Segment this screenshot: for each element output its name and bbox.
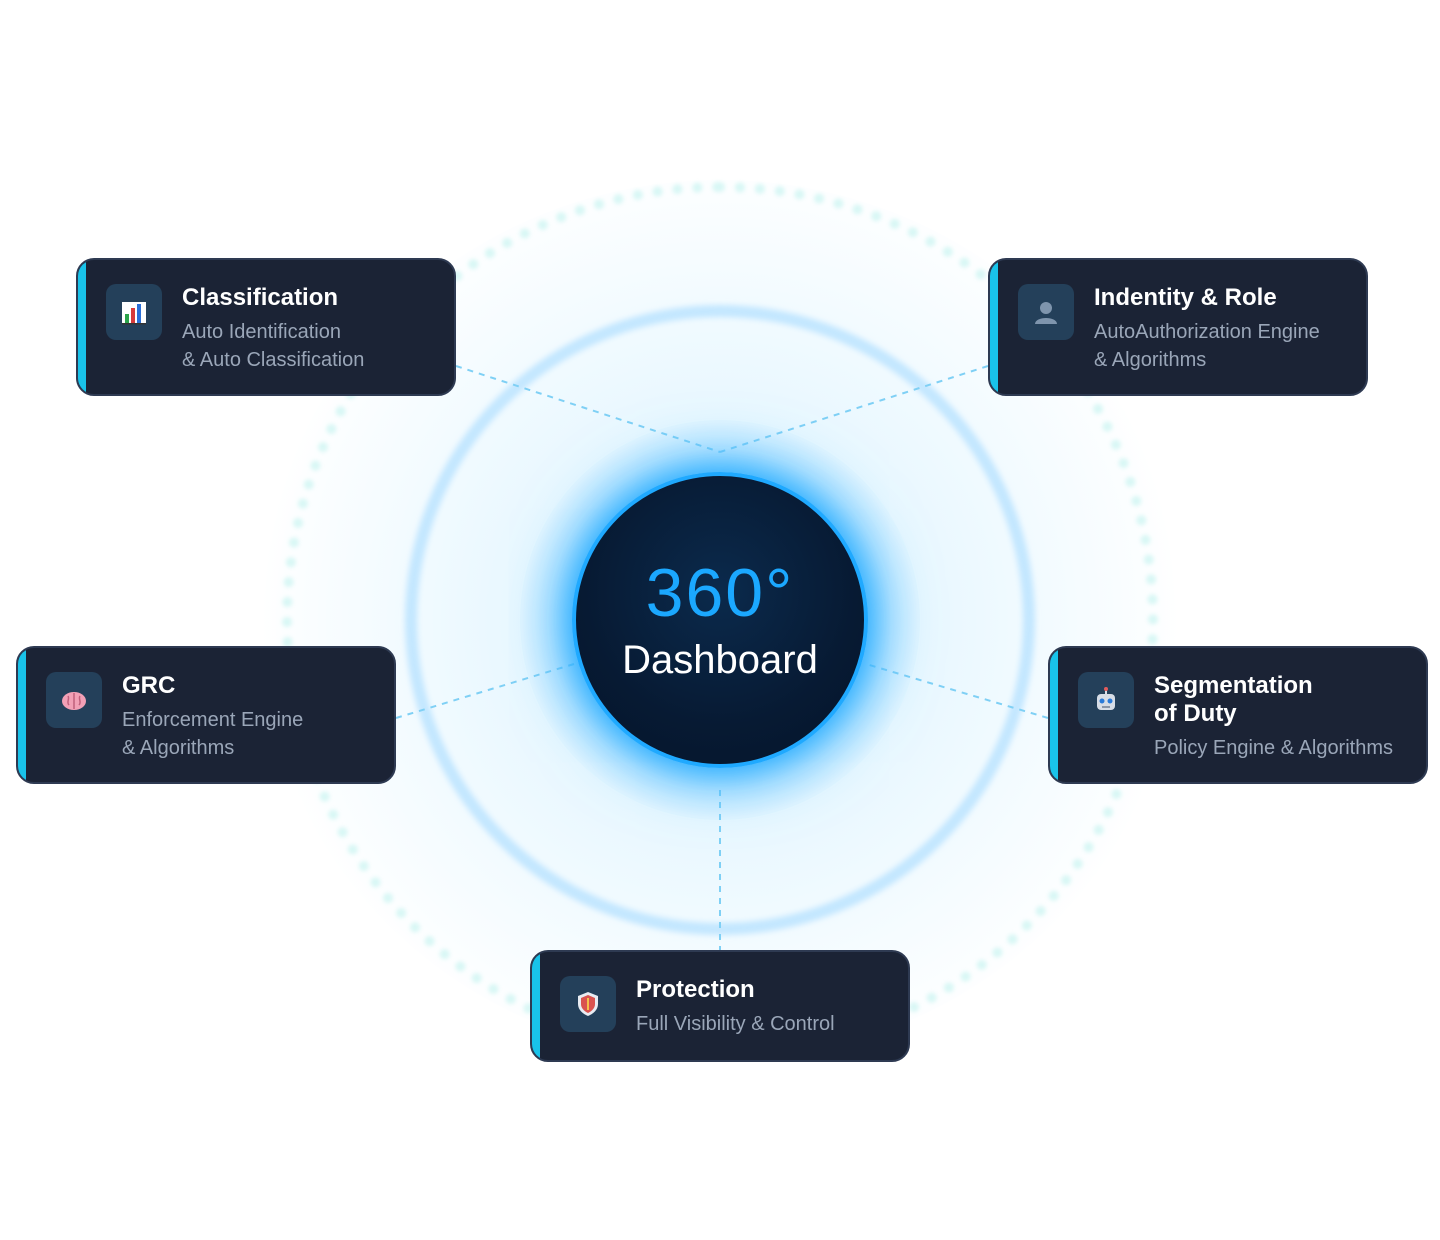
card-identity-role[interactable]: Indentity & Role AutoAuthorization Engin… bbox=[988, 258, 1368, 396]
card-subtitle: AutoAuthorization Engine & Algorithms bbox=[1094, 318, 1320, 374]
card-subtitle: Full Visibility & Control bbox=[636, 1013, 835, 1035]
card-title: Indentity & Role bbox=[1094, 284, 1277, 311]
card-subtitle-line: & Algorithms bbox=[122, 737, 235, 759]
card-segmentation-of-duty[interactable]: Segmentation of Duty Policy Engine & Alg… bbox=[1048, 646, 1428, 784]
brain-icon bbox=[46, 672, 102, 728]
card-subtitle-line: Auto Identification bbox=[182, 321, 341, 343]
shield-icon bbox=[560, 976, 616, 1032]
card-subtitle-line: AutoAuthorization Engine bbox=[1094, 321, 1320, 343]
card-grc[interactable]: GRC Enforcement Engine & Algorithms bbox=[16, 646, 396, 784]
card-subtitle: Policy Engine & Algorithms bbox=[1154, 737, 1394, 759]
card-title: GRC bbox=[122, 672, 176, 699]
card-title: Protection bbox=[636, 976, 755, 1003]
card-title: Classification bbox=[182, 284, 339, 311]
bar-chart-icon bbox=[106, 284, 162, 340]
hub-label: Dashboard bbox=[622, 638, 818, 682]
card-classification[interactable]: Classification Auto Identification & Aut… bbox=[76, 258, 456, 396]
card-title: Segmentation of Duty bbox=[1154, 672, 1313, 728]
card-subtitle-line: Enforcement Engine bbox=[122, 709, 304, 731]
user-silhouette-icon bbox=[1018, 284, 1074, 340]
hub-circle[interactable]: 360° Dashboard bbox=[572, 472, 868, 768]
card-title-line: Segmentation bbox=[1154, 672, 1313, 699]
card-subtitle: Auto Identification & Auto Classificatio… bbox=[182, 318, 364, 374]
card-subtitle-line: & Algorithms bbox=[1094, 349, 1207, 371]
card-subtitle: Enforcement Engine & Algorithms bbox=[122, 706, 303, 762]
robot-icon bbox=[1078, 672, 1134, 728]
card-protection[interactable]: Protection Full Visibility & Control bbox=[530, 950, 910, 1062]
card-title-line: of Duty bbox=[1154, 700, 1237, 727]
hub-number: 360° bbox=[645, 555, 795, 631]
card-subtitle-line: & Auto Classification bbox=[182, 349, 365, 371]
